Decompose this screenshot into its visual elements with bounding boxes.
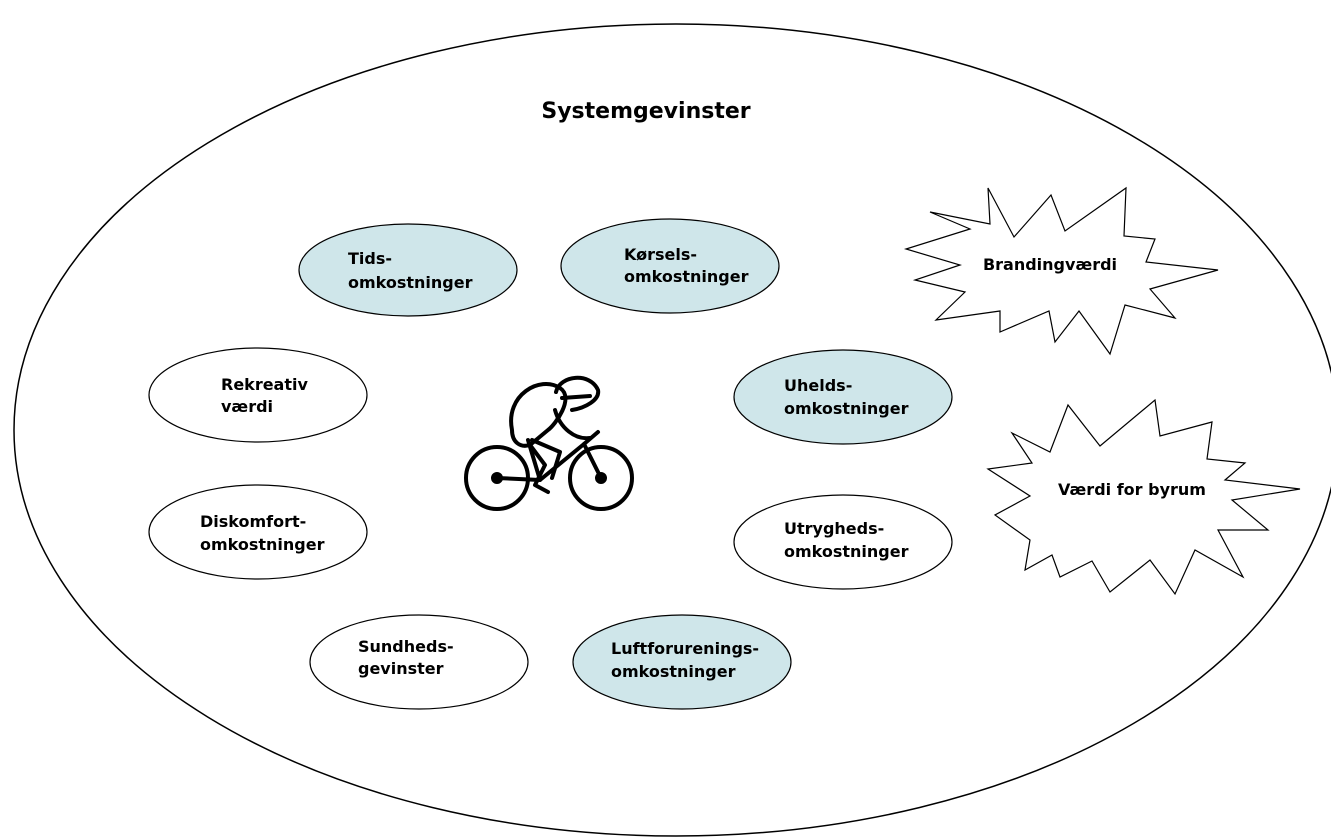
- node-korsels-line1: Kørsels-: [624, 245, 697, 264]
- burst-byrum: Værdi for byrum: [986, 398, 1301, 596]
- bike-frame: [495, 442, 603, 482]
- node-sundheds-line1: Sundheds-: [358, 637, 454, 656]
- rider-head: [554, 375, 601, 412]
- node-uhelds: Uhelds- omkostninger: [733, 349, 953, 445]
- node-luftforurenings-line1: Luftforurenings-: [611, 639, 759, 658]
- node-diskomfort-line1: Diskomfort-: [200, 512, 306, 531]
- front-wheel: [568, 445, 634, 511]
- burst-branding-shape: [903, 186, 1219, 356]
- rider-leg: [528, 443, 550, 494]
- node-luftforurenings-line2: omkostninger: [611, 662, 736, 681]
- cyclist-icon: [464, 375, 634, 511]
- diagram-title: Systemgevinster: [541, 99, 750, 124]
- node-tids-line1: Tids-: [348, 249, 392, 268]
- burst-byrum-shape: [986, 398, 1301, 596]
- node-korsels: Kørsels- omkostninger: [560, 218, 780, 314]
- node-tids: Tids- omkostninger: [298, 223, 518, 317]
- node-diskomfort-shape: [148, 484, 368, 580]
- node-tids-line2: omkostninger: [348, 273, 473, 292]
- node-utrygheds-shape: [733, 494, 953, 590]
- node-rekreativ-shape: [148, 347, 368, 443]
- node-luftforurenings: Luftforurenings- omkostninger: [572, 614, 792, 710]
- node-korsels-line2: omkostninger: [624, 267, 749, 286]
- rider-visor: [560, 394, 592, 400]
- node-diskomfort: Diskomfort- omkostninger: [148, 484, 368, 580]
- rider-leg-2: [530, 438, 562, 480]
- rider-body: [509, 382, 568, 448]
- node-tids-shape: [298, 223, 518, 317]
- burst-branding-label: Brandingværdi: [983, 255, 1117, 274]
- node-uhelds-line2: omkostninger: [784, 399, 909, 418]
- node-korsels-shape: [560, 218, 780, 314]
- rider-arm: [553, 408, 592, 441]
- node-uhelds-line1: Uhelds-: [784, 376, 852, 395]
- node-rekreativ-line2: værdi: [221, 397, 273, 416]
- node-utrygheds-line1: Utrygheds-: [784, 519, 884, 538]
- node-utrygheds-line2: omkostninger: [784, 542, 909, 561]
- node-utrygheds: Utrygheds- omkostninger: [733, 494, 953, 590]
- node-uhelds-shape: [733, 349, 953, 445]
- burst-branding: Brandingværdi: [903, 186, 1219, 356]
- node-diskomfort-line2: omkostninger: [200, 535, 325, 554]
- node-sundheds-line2: gevinster: [358, 659, 444, 678]
- node-rekreativ: Rekreativ værdi: [148, 347, 368, 443]
- node-luftforurenings-shape: [572, 614, 792, 710]
- node-sundheds-shape: [309, 614, 529, 710]
- burst-byrum-label: Værdi for byrum: [1058, 480, 1206, 499]
- node-sundheds: Sundheds- gevinster: [309, 614, 529, 710]
- node-rekreativ-line1: Rekreativ: [221, 375, 308, 394]
